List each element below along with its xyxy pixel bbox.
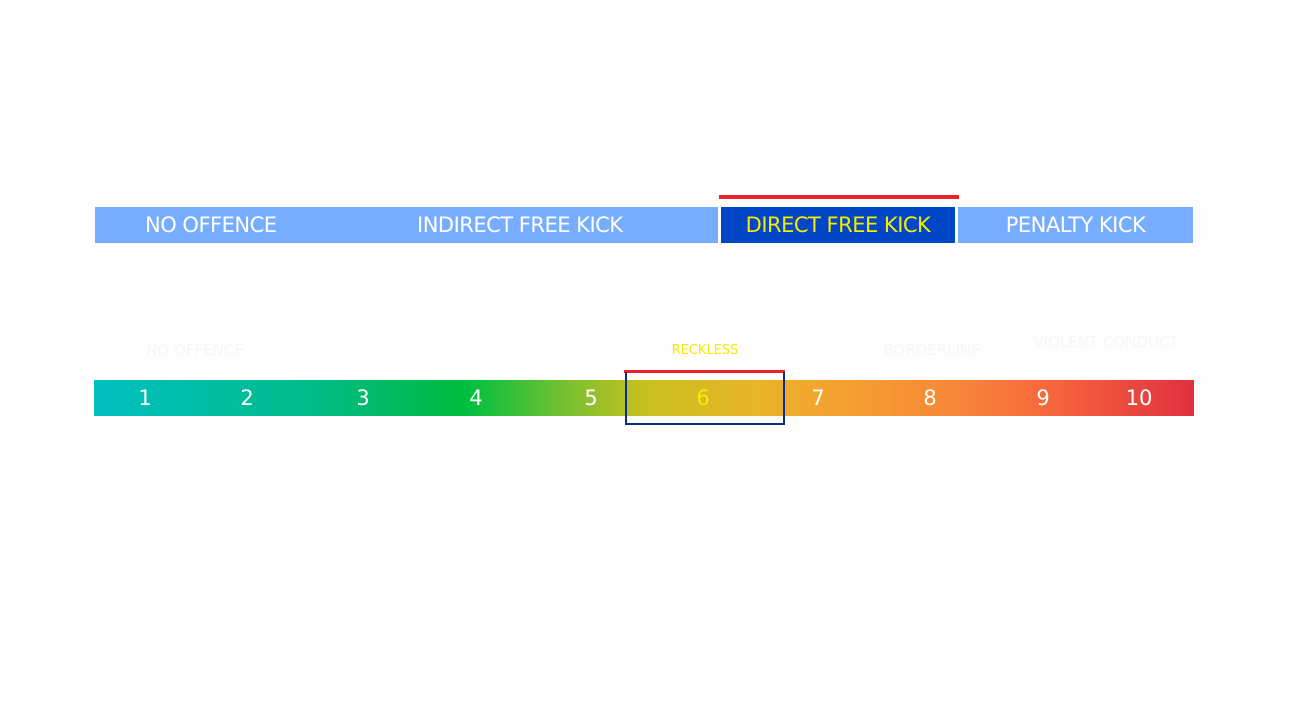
sanction-direct-free-kick[interactable]: DIRECT FREE KICK (721, 207, 955, 243)
sanction-no-offence[interactable]: NO OFFENCE (145, 213, 277, 237)
selected-value-box (625, 372, 785, 425)
selected-sanction-indicator (719, 195, 959, 199)
sanction-indirect-free-kick[interactable]: INDIRECT FREE KICK (417, 213, 623, 237)
scale-value-1[interactable]: 1 (138, 386, 152, 410)
reckless-label: RECKLESS (671, 343, 739, 358)
severity-scale-bar (94, 380, 1194, 416)
scale-value-8[interactable]: 8 (923, 386, 937, 410)
scale-value-9[interactable]: 9 (1036, 386, 1050, 410)
scale-value-5[interactable]: 5 (584, 386, 598, 410)
faint-label-borderline: BORDERLINE (883, 341, 981, 359)
scale-value-2[interactable]: 2 (240, 386, 254, 410)
scale-value-6[interactable]: 6 (696, 386, 710, 410)
faint-label-violent-conduct: VIOLENT CONDUCT (1033, 333, 1179, 351)
faint-label-no-offence: NO OFFENCE (146, 341, 244, 359)
sanction-penalty-kick[interactable]: PENALTY KICK (958, 207, 1193, 243)
scale-value-4[interactable]: 4 (469, 386, 483, 410)
scale-value-7[interactable]: 7 (811, 386, 825, 410)
scale-value-10[interactable]: 10 (1125, 386, 1153, 410)
sanction-bar-left (95, 207, 718, 243)
selected-value-indicator (624, 370, 785, 373)
scale-value-3[interactable]: 3 (356, 386, 370, 410)
